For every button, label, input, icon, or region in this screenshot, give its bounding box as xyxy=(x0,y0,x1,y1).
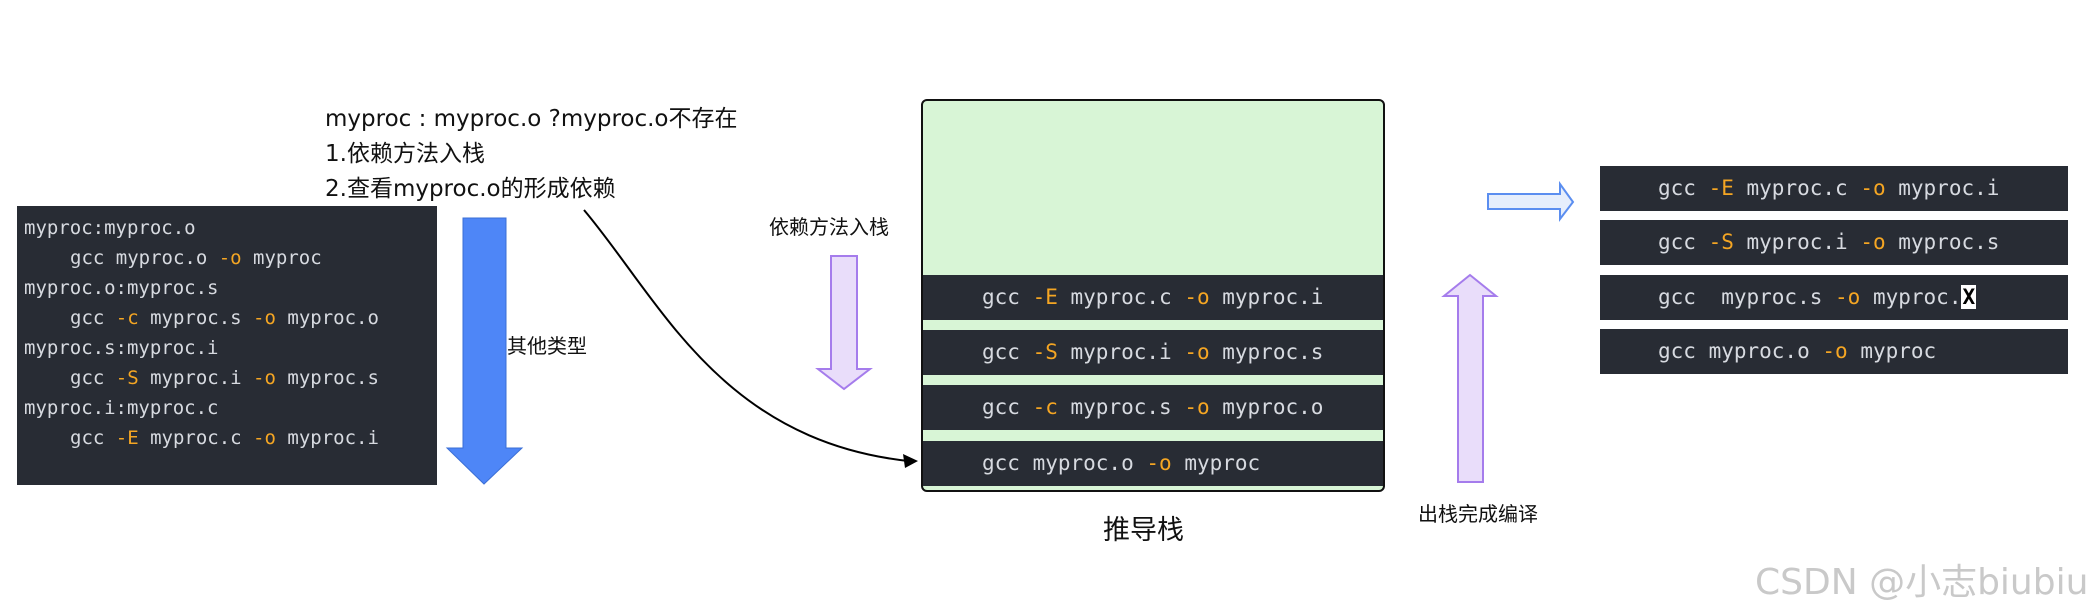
code-line: gcc -c myproc.s -o myproc.o xyxy=(70,307,379,329)
makefile-code-panel: myproc:myproc.o gcc myproc.o -o myproc m… xyxy=(17,206,437,485)
output-row: gcc myproc.s -o myproc.X xyxy=(1600,275,2068,320)
derivation-stack: gcc -E myproc.c -o myproc.i gcc -S mypro… xyxy=(921,99,1385,492)
code-line: gcc myproc.o -o myproc xyxy=(70,247,322,269)
stack-row: gcc -S myproc.i -o myproc.s xyxy=(923,330,1383,375)
code-line: myproc.s:myproc.i xyxy=(24,337,219,359)
code-line: gcc -S myproc.i -o myproc.s xyxy=(70,367,379,389)
code-line: myproc:myproc.o xyxy=(24,217,196,239)
curve-connector xyxy=(583,209,909,462)
code-line: gcc -E myproc.c -o myproc.i xyxy=(70,427,379,449)
curve-arrowhead xyxy=(903,454,918,468)
note-line-2: 1.依赖方法入栈 xyxy=(325,141,485,167)
code-line: myproc.o:myproc.s xyxy=(24,277,219,299)
stack-row: gcc -c myproc.s -o myproc.o xyxy=(923,385,1383,430)
output-row: gcc myproc.o -o myproc xyxy=(1600,329,2068,374)
watermark: CSDN @小志biubiu xyxy=(1755,562,2089,603)
pop-label: 出栈完成编译 xyxy=(1418,502,1538,526)
code-line: myproc.i:myproc.c xyxy=(24,397,219,419)
output-row: gcc -E myproc.c -o myproc.i xyxy=(1600,166,2068,211)
stack-row: gcc myproc.o -o myproc xyxy=(923,441,1383,486)
output-row: gcc -S myproc.i -o myproc.s xyxy=(1600,220,2068,265)
pop-up-arrow xyxy=(1441,273,1499,483)
stack-row: gcc -E myproc.c -o myproc.i xyxy=(923,275,1383,320)
blue-arrow-label: 其他类型 xyxy=(507,334,587,358)
blue-down-arrow xyxy=(445,217,524,485)
right-arrow xyxy=(1487,180,1575,222)
stack-title: 推导栈 xyxy=(1103,515,1184,546)
push-label: 依赖方法入栈 xyxy=(769,215,889,239)
push-down-arrow xyxy=(815,255,873,391)
note-line-3: 2.查看myproc.o的形成依赖 xyxy=(325,176,616,202)
note-line-1: myproc : myproc.o ?myproc.o不存在 xyxy=(325,106,738,132)
text-cursor: X xyxy=(1961,285,1977,309)
